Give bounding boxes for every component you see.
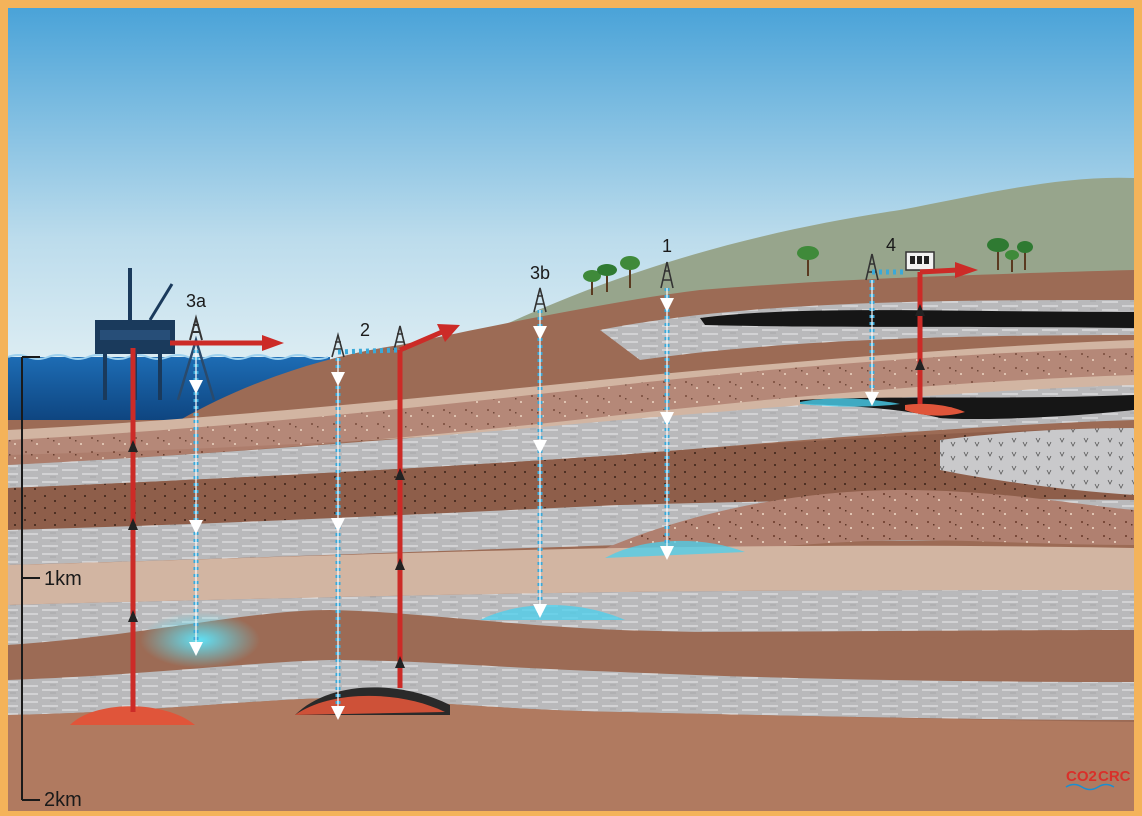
depth-mark-1km: 1km: [44, 568, 82, 590]
logo-part-crc: CRC: [1098, 768, 1131, 785]
site-label-3b: 3b: [530, 263, 550, 283]
gas-trap-left: [70, 706, 195, 725]
shale-band-5: [8, 660, 1134, 720]
injection-line-4: [865, 269, 906, 406]
co2-plume-1: [605, 540, 745, 558]
sea-surface: [7, 354, 329, 360]
logo-wave-icon: [1065, 783, 1115, 791]
site-label-1: 1: [662, 236, 672, 256]
volcanic-zone: [940, 428, 1134, 495]
oil-trap-mid: [295, 695, 445, 715]
site-label-2: 2: [360, 320, 370, 340]
derrick-3a: [176, 314, 216, 401]
site-label-3a: 3a: [186, 291, 207, 311]
anticline-sandstone: [590, 490, 1134, 560]
coal-seam-lower: [800, 395, 1134, 420]
trees-cluster-1: [583, 256, 640, 295]
injection-line-3b: [533, 310, 547, 618]
co2crc-logo: CO2 CRC: [1065, 768, 1131, 791]
injection-line-3a: [189, 350, 203, 656]
logo-part-co2: CO2: [1066, 768, 1097, 785]
production-pipe-3a: [128, 348, 138, 712]
sandstone-band-1: [8, 348, 1134, 465]
gas-trap-right: [905, 403, 965, 416]
export-arrow-2: [399, 324, 460, 353]
derrick-3b: [533, 287, 547, 313]
derrick-1: [660, 261, 674, 289]
co2-plume-3b: [480, 605, 625, 620]
mid-sand-band: [8, 545, 1134, 605]
co2-plume-4: [800, 398, 900, 407]
injection-line-1: [660, 288, 674, 560]
depth-scale: [21, 356, 40, 801]
shale-band-2: [8, 385, 1134, 488]
reservoir-layer: [8, 610, 1134, 681]
co2-plume-3a: [140, 612, 260, 668]
coal-seam-upper: [700, 310, 1134, 328]
dotted-sandstone-band: [8, 428, 1134, 530]
derrick-2b: [393, 325, 407, 351]
trees-cluster-3: [987, 238, 1033, 272]
production-pipe-4: [915, 272, 925, 404]
site-label-4: 4: [886, 235, 896, 255]
derrick-2a: [331, 331, 345, 358]
export-arrow-4: [919, 262, 978, 278]
deep-basement: [8, 698, 1134, 811]
depth-mark-2km: 2km: [44, 789, 82, 811]
production-pipe-2: [395, 350, 405, 688]
export-arrow-3a: [170, 335, 284, 351]
trees-cluster-2: [797, 246, 819, 276]
power-station: [905, 251, 935, 271]
injection-line-2: [331, 347, 399, 720]
